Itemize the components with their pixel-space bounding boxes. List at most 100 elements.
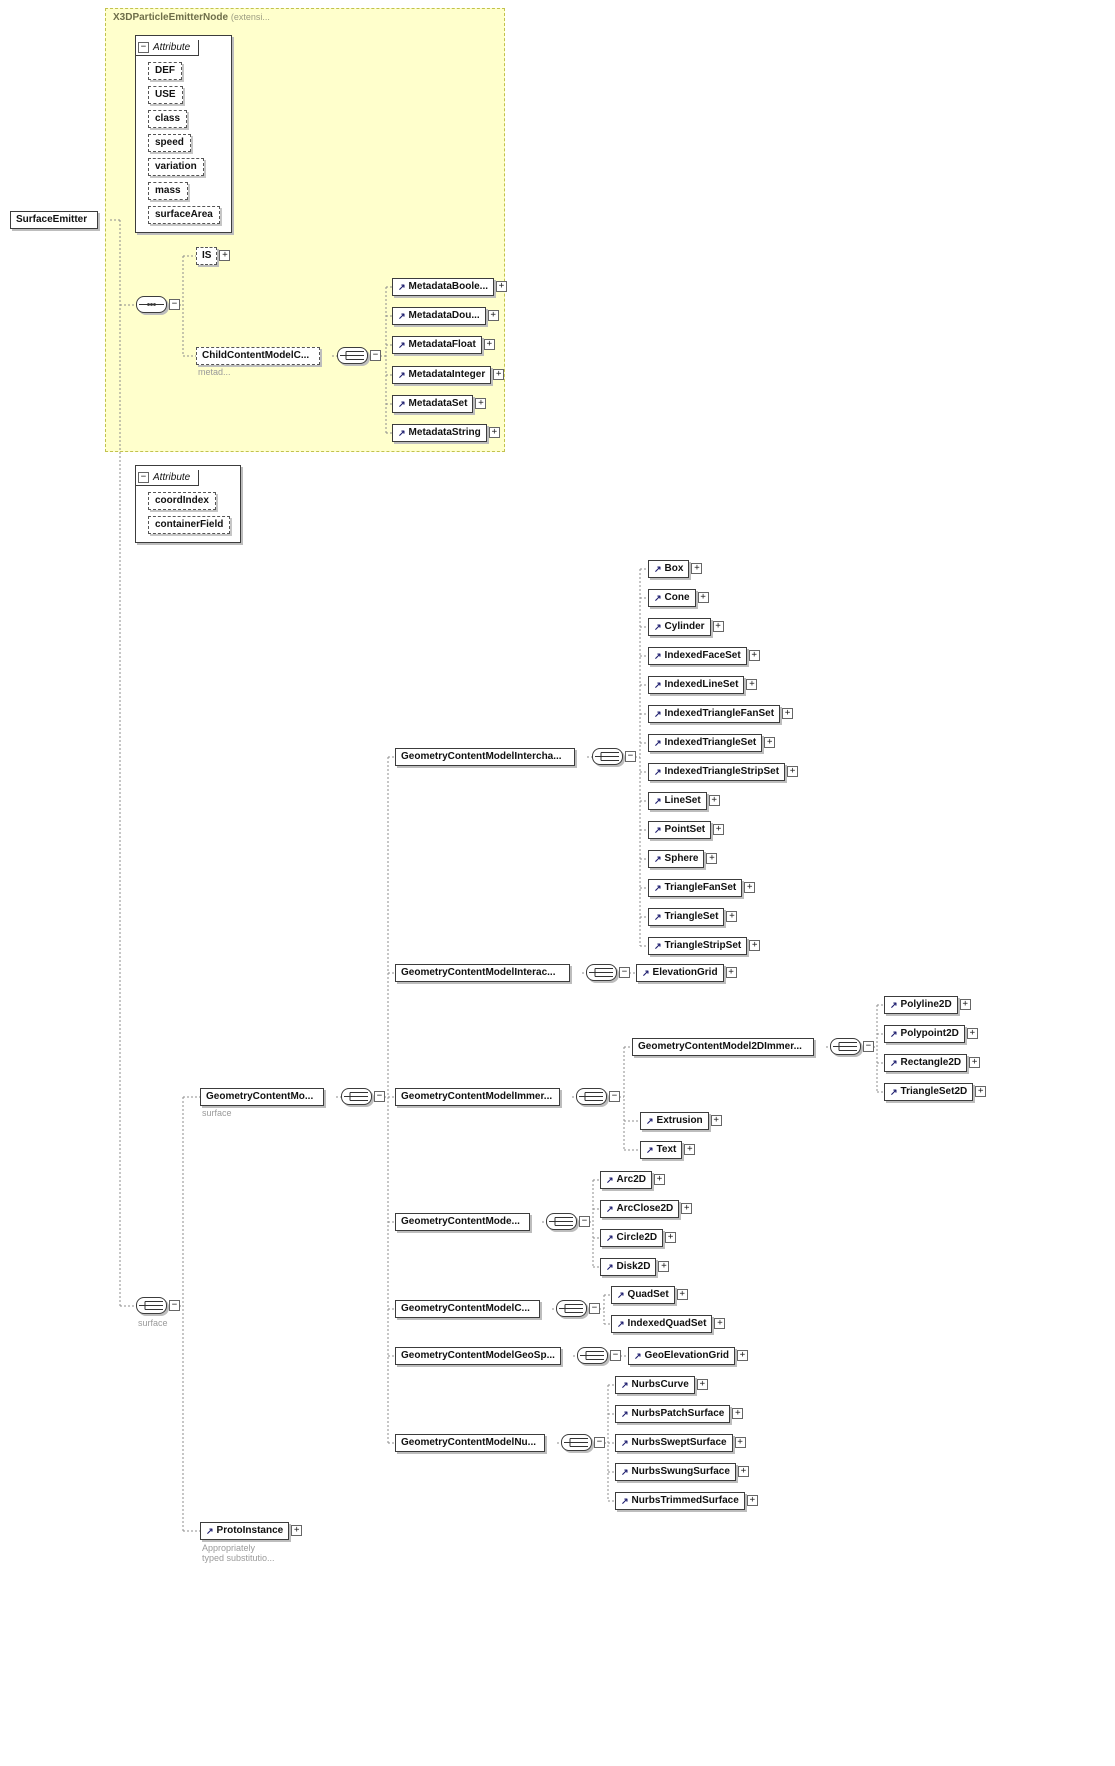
attribute-item[interactable]: speed [148, 134, 191, 152]
element-node[interactable]: ↗Cone+ [648, 589, 709, 607]
choice-icon[interactable]: − [586, 964, 630, 981]
expand-icon[interactable]: + [696, 1379, 708, 1390]
expand-icon[interactable]: + [975, 1086, 987, 1097]
attribute-item[interactable]: coordIndex [148, 492, 216, 510]
expand-icon[interactable]: + [966, 1028, 978, 1039]
expand-icon[interactable]: + [488, 427, 500, 438]
expand-icon[interactable]: + [219, 250, 231, 261]
expand-icon[interactable]: + [746, 679, 758, 690]
attribute-item[interactable]: containerField [148, 516, 231, 534]
node-proto-instance[interactable]: ↗ ProtoInstance + [200, 1522, 303, 1540]
choice-icon[interactable]: − [341, 1088, 385, 1105]
node-geometry-content-model[interactable]: GeometryContentMo... − [200, 1088, 324, 1106]
expand-icon[interactable]: + [291, 1525, 303, 1536]
element-node[interactable]: ↗NurbsSwungSurface+ [615, 1463, 749, 1481]
collapse-icon[interactable]: − [863, 1040, 874, 1052]
element-node[interactable]: ↗Circle2D+ [600, 1229, 677, 1247]
expand-icon[interactable]: + [684, 1144, 696, 1155]
choice-icon[interactable]: − [577, 1347, 621, 1364]
expand-icon[interactable]: + [749, 940, 761, 951]
expand-icon[interactable]: + [744, 882, 756, 893]
expand-icon[interactable]: + [713, 824, 725, 835]
element-node[interactable]: ↗NurbsTrimmedSurface+ [615, 1492, 758, 1510]
expand-icon[interactable]: + [959, 999, 971, 1010]
expand-icon[interactable]: + [654, 1174, 666, 1185]
choice-icon[interactable]: − [561, 1434, 605, 1451]
choice-icon[interactable]: − [576, 1088, 620, 1105]
node-surface-emitter[interactable]: SurfaceEmitter − [10, 211, 98, 229]
collapse-icon[interactable]: − [610, 1349, 621, 1361]
expand-icon[interactable]: + [483, 339, 495, 350]
expand-icon[interactable]: + [712, 621, 724, 632]
element-node[interactable]: ↗IndexedTriangleStripSet+ [648, 763, 799, 781]
expand-icon[interactable]: + [969, 1057, 981, 1068]
element-node[interactable]: ↗Polyline2D+ [884, 996, 971, 1014]
element-node[interactable]: ↗IndexedFaceSet+ [648, 647, 760, 665]
element-node[interactable]: ↗IndexedQuadSet+ [611, 1315, 726, 1333]
expand-icon[interactable]: + [493, 369, 505, 380]
element-node[interactable]: ↗NurbsCurve+ [615, 1376, 708, 1394]
expand-icon[interactable]: + [681, 1203, 693, 1214]
choice-icon[interactable]: − [592, 748, 636, 765]
element-node[interactable]: ↗GeoElevationGrid+ [628, 1347, 749, 1365]
collapse-icon[interactable]: − [625, 750, 636, 762]
choice-icon[interactable]: − [556, 1300, 600, 1317]
expand-icon[interactable]: + [737, 1350, 749, 1361]
model-group-node[interactable]: GeometryContentModel2DImmer... − [632, 1038, 814, 1056]
choice-icon[interactable]: − [337, 347, 381, 364]
element-node[interactable]: ↗MetadataString+ [392, 424, 500, 442]
expand-icon[interactable]: + [782, 708, 794, 719]
collapse-icon[interactable]: − [594, 1436, 605, 1448]
element-node[interactable]: ↗Cylinder+ [648, 618, 724, 636]
element-node[interactable]: ↗MetadataBoole...+ [392, 278, 508, 296]
expand-icon[interactable]: + [734, 1437, 746, 1448]
expand-icon[interactable]: + [676, 1289, 688, 1300]
collapse-icon[interactable]: − [579, 1215, 590, 1227]
expand-icon[interactable]: + [748, 650, 760, 661]
element-node[interactable]: ↗TriangleStripSet+ [648, 937, 761, 955]
expand-icon[interactable]: + [714, 1318, 726, 1329]
element-node[interactable]: ↗MetadataSet+ [392, 395, 487, 413]
element-node[interactable]: ↗Extrusion+ [640, 1112, 722, 1130]
expand-icon[interactable]: + [691, 563, 703, 574]
collapse-icon[interactable]: − [169, 1299, 180, 1311]
expand-icon[interactable]: + [725, 967, 737, 978]
element-node[interactable]: ↗Sphere+ [648, 850, 718, 868]
element-node[interactable]: ↗Polypoint2D+ [884, 1025, 978, 1043]
collapse-icon[interactable]: − [138, 472, 149, 483]
element-node[interactable]: ↗MetadataInteger+ [392, 366, 505, 384]
expand-icon[interactable]: + [708, 795, 720, 806]
element-node[interactable]: ↗Text+ [640, 1141, 696, 1159]
collapse-icon[interactable]: − [619, 966, 630, 978]
expand-icon[interactable]: + [737, 1466, 749, 1477]
attribute-item[interactable]: class [148, 110, 188, 128]
expand-icon[interactable]: + [710, 1115, 722, 1126]
element-node[interactable]: ↗ArcClose2D+ [600, 1200, 693, 1218]
expand-icon[interactable]: + [746, 1495, 758, 1506]
element-node[interactable]: ↗NurbsPatchSurface+ [615, 1405, 744, 1423]
model-group-node[interactable]: GeometryContentMode... − [395, 1213, 530, 1231]
expand-icon[interactable]: + [726, 911, 738, 922]
element-node[interactable]: ↗Rectangle2D+ [884, 1054, 981, 1072]
expand-icon[interactable]: + [787, 766, 799, 777]
model-group-node[interactable]: GeometryContentModelGeoSp... − [395, 1347, 561, 1365]
expand-icon[interactable]: + [706, 853, 718, 864]
collapse-icon[interactable]: − [138, 42, 149, 53]
element-node[interactable]: ↗Arc2D+ [600, 1171, 666, 1189]
element-node[interactable]: ↗MetadataFloat+ [392, 336, 495, 354]
element-node[interactable]: ↗QuadSet+ [611, 1286, 688, 1304]
element-node[interactable]: ↗NurbsSweptSurface+ [615, 1434, 746, 1452]
model-group-node[interactable]: GeometryContentModelIntercha... − [395, 748, 575, 766]
element-node[interactable]: ↗IndexedTriangleFanSet+ [648, 705, 794, 723]
attribute-item[interactable]: variation [148, 158, 204, 176]
attribute-item[interactable]: USE [148, 86, 183, 104]
choice-icon[interactable]: − [546, 1213, 590, 1230]
choice-icon[interactable]: − [136, 1297, 180, 1314]
element-node[interactable]: ↗Disk2D+ [600, 1258, 670, 1276]
expand-icon[interactable]: + [732, 1408, 744, 1419]
collapse-icon[interactable]: − [370, 349, 381, 361]
element-node[interactable]: ↗IndexedLineSet+ [648, 676, 758, 694]
collapse-icon[interactable]: − [374, 1090, 385, 1102]
collapse-icon[interactable]: − [589, 1302, 600, 1314]
collapse-icon[interactable]: − [169, 298, 180, 310]
